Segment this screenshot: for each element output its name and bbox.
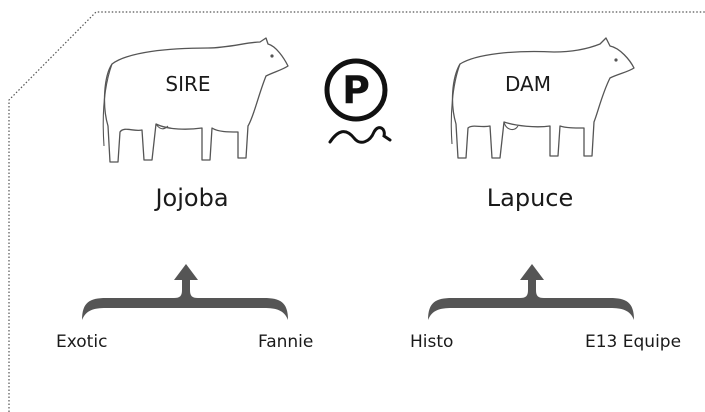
polled-icon: P [324,58,392,144]
dam-label: DAM [505,72,551,96]
sire-granddam: Fannie [258,332,314,352]
dam-granddam: E13 Equipe [585,332,682,352]
sire-name: Jojoba [155,184,229,212]
sire-label: SIRE [165,72,211,96]
sire-bull-illustration [102,37,289,163]
sire-grandsire: Exotic [56,332,108,352]
dam-cow-illustration [450,37,635,159]
sire-lineage-brace [82,264,288,320]
polled-symbol: P [342,68,370,112]
dam-lineage-brace [428,264,634,320]
dam-grandsire: Histo [410,332,454,352]
dam-name: Lapuce [486,184,574,212]
